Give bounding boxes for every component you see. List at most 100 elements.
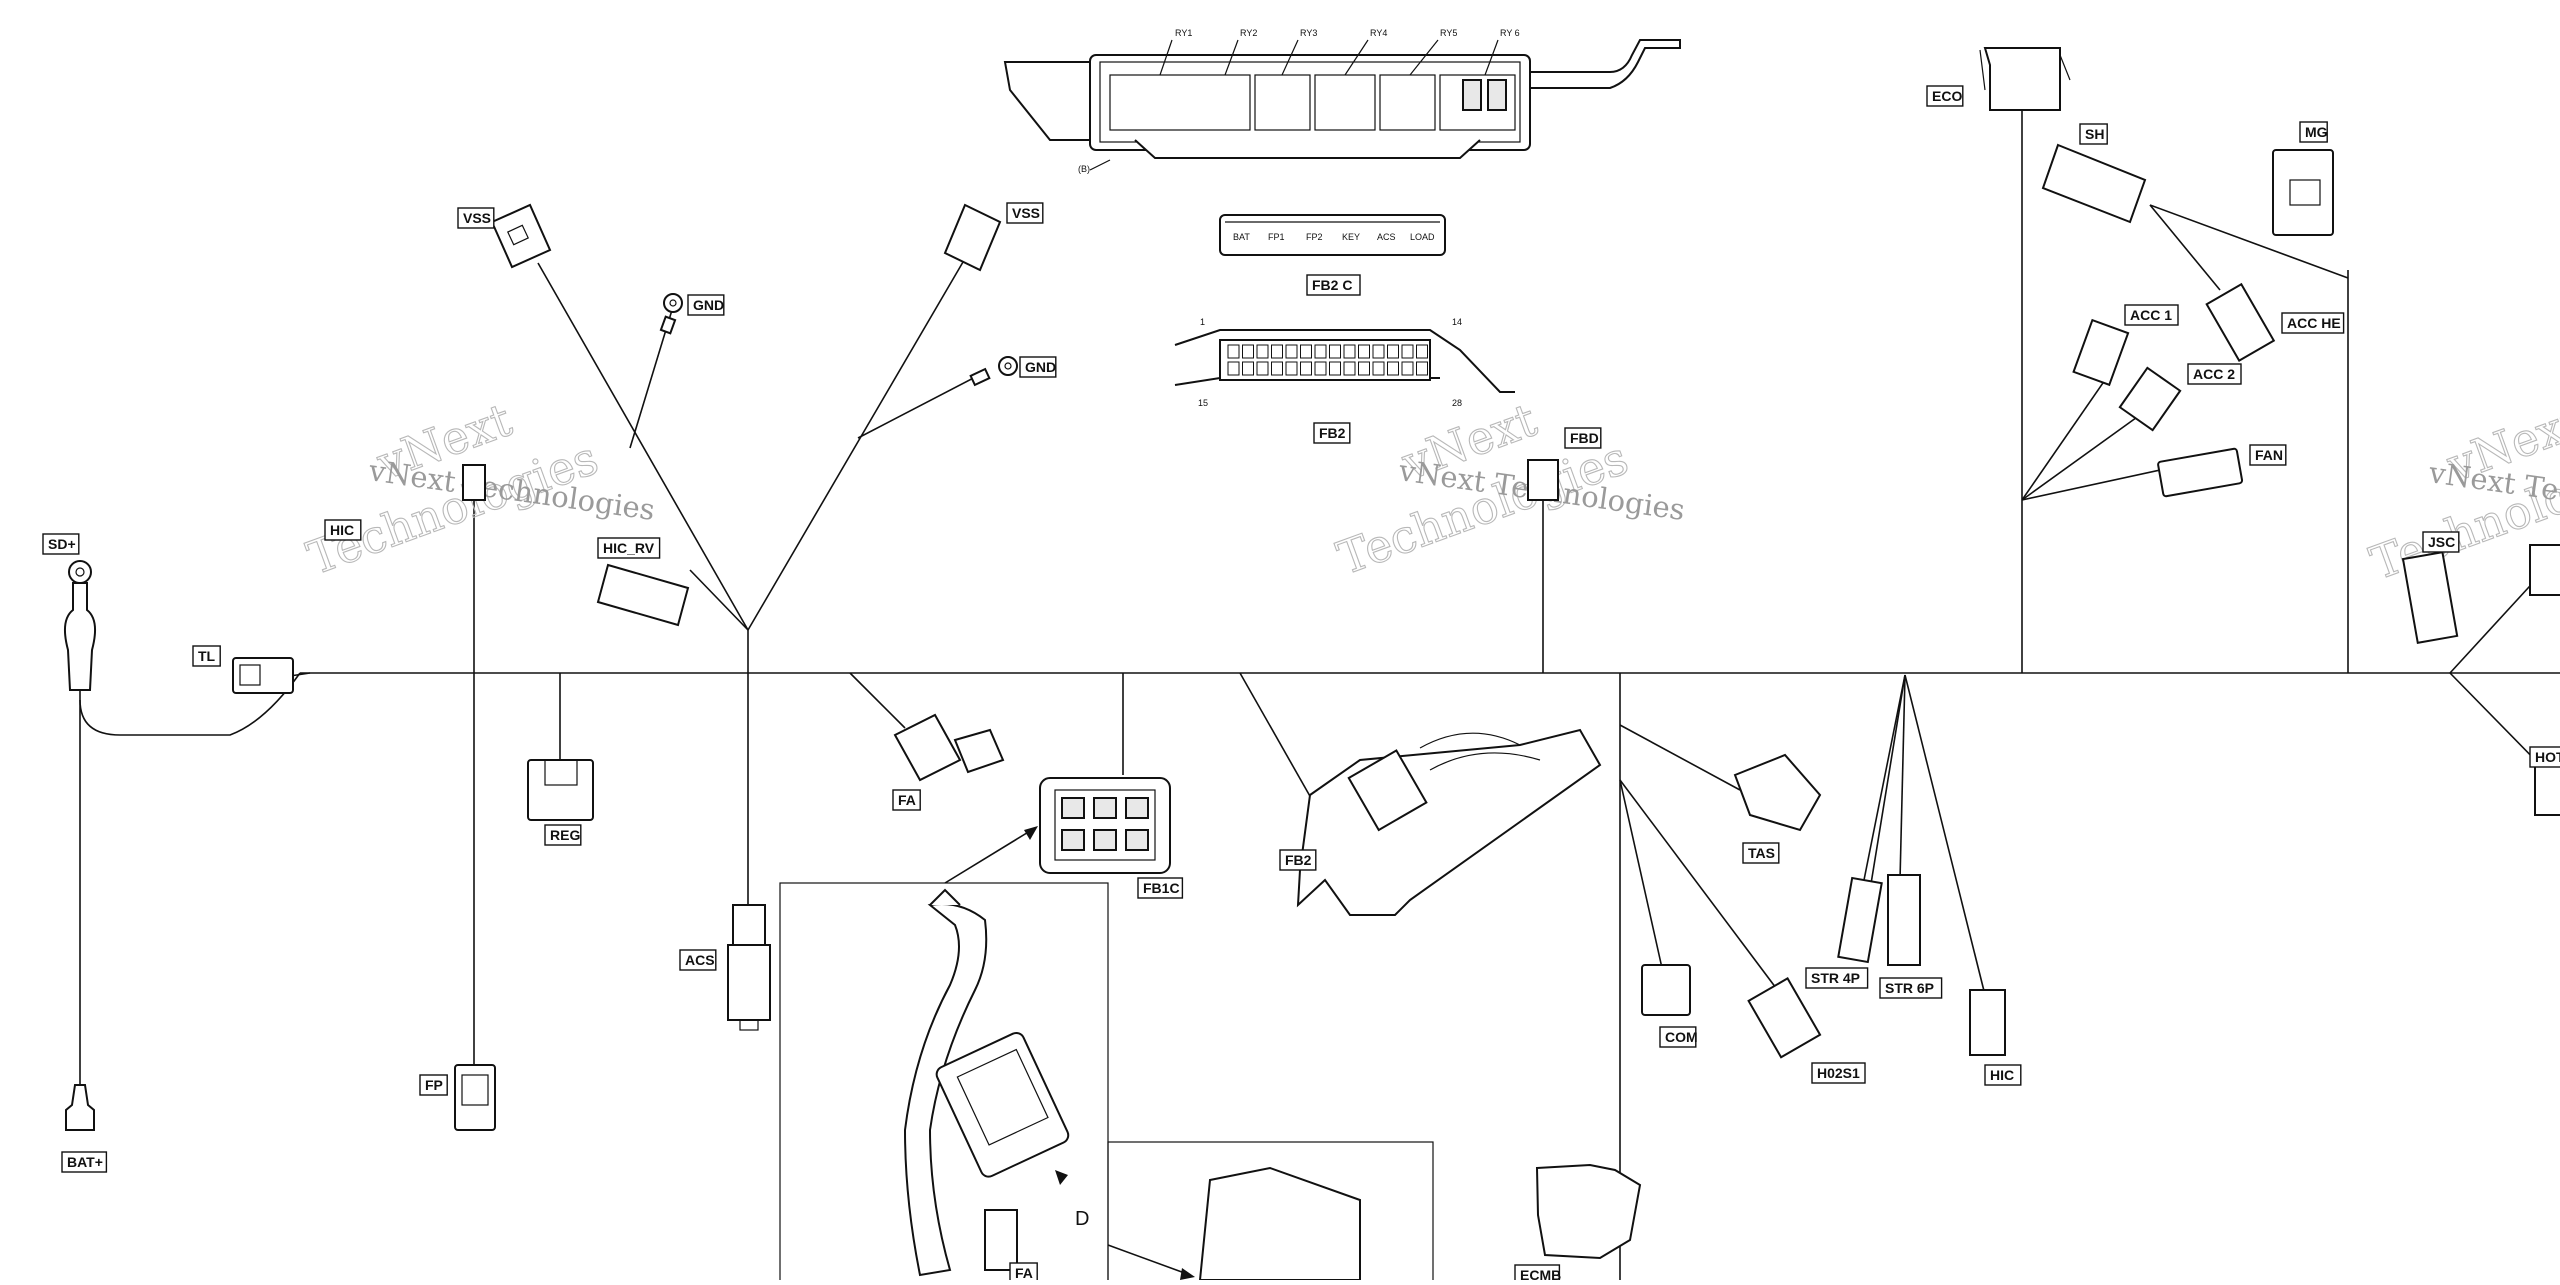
label-frame bbox=[1313, 422, 1351, 444]
mg-wire bbox=[2149, 204, 2349, 279]
str6p-body bbox=[1887, 874, 1921, 966]
fb1c-cell-b bbox=[1093, 797, 1117, 819]
fb2-main-body bbox=[1296, 728, 1602, 916]
acs-connector bbox=[727, 904, 771, 1031]
detail-d-arrow bbox=[1055, 1170, 1068, 1185]
fb2c-pin-4: KEY bbox=[1342, 232, 1360, 242]
detail-pointer-head bbox=[1180, 1268, 1195, 1280]
fb2-pin-cell bbox=[1300, 361, 1312, 376]
fb1c-cell-d bbox=[1061, 829, 1085, 851]
label-frame bbox=[679, 949, 717, 971]
label-frame bbox=[1279, 849, 1317, 871]
sd-ring-terminal bbox=[68, 560, 92, 584]
relay-label-1: RY1 bbox=[1175, 28, 1192, 38]
relay-leader-1 bbox=[1159, 39, 1173, 76]
fb2-main-loom bbox=[1419, 732, 1541, 771]
label-text: SH bbox=[2085, 126, 2104, 142]
fb1c-face bbox=[1054, 789, 1156, 861]
label-tag-sd-plus: SD+ bbox=[42, 533, 80, 555]
relay-leader-3 bbox=[1281, 39, 1299, 76]
fb1c-cell-f bbox=[1125, 829, 1149, 851]
ecmb-connector bbox=[1535, 1163, 1642, 1260]
label-tag-hic-left: HIC bbox=[324, 519, 362, 541]
fb2c-body bbox=[1219, 214, 1446, 256]
label-text: MG bbox=[2305, 124, 2328, 140]
fb1c-cell-a bbox=[1061, 797, 1085, 819]
detail-loom-tip bbox=[929, 888, 961, 906]
relay-slot-5 bbox=[1439, 74, 1516, 131]
fb2-pin-number-14: 14 bbox=[1452, 317, 1462, 327]
vss-mid-body bbox=[943, 203, 1002, 272]
tas-connector bbox=[1733, 753, 1822, 832]
label-frame bbox=[1742, 842, 1780, 864]
fb2-pin-cell bbox=[1343, 361, 1356, 376]
fb2-pin-number-15: 15 bbox=[1198, 398, 1208, 408]
jsc-wire bbox=[2449, 574, 2541, 674]
gnd-left-ring bbox=[663, 293, 683, 313]
detail-inset: D bbox=[779, 826, 1434, 1284]
fb2-pin-cell bbox=[1416, 361, 1428, 376]
vss-mid-sensor bbox=[943, 203, 1002, 272]
sd-branch-wire bbox=[79, 672, 301, 736]
hic-rv-body bbox=[596, 563, 690, 627]
fb1c-cell-c bbox=[1125, 797, 1149, 819]
vss-left-body bbox=[490, 203, 552, 269]
label-tag-eco: ECO bbox=[1926, 85, 1964, 107]
fb2-pin-cell bbox=[1358, 344, 1370, 359]
hic-right-wire bbox=[1904, 674, 1986, 996]
label-frame bbox=[1306, 274, 1361, 296]
fa-wire bbox=[849, 672, 906, 729]
fb2c-pin-5: ACS bbox=[1377, 232, 1396, 242]
acc1-wire bbox=[2021, 379, 2106, 501]
label-tag-jsc: JSC bbox=[2422, 531, 2460, 553]
label-frame bbox=[2124, 304, 2179, 326]
label-tag-fa-bottom: FA bbox=[1009, 1262, 1038, 1284]
label-frame bbox=[1984, 1064, 2022, 1086]
label-text: ACS bbox=[685, 952, 715, 968]
label-text: HIC bbox=[330, 522, 354, 538]
label-frame bbox=[419, 1074, 448, 1096]
connector-labels: SD+BAT+TLHICFPREGACSHIC_RVVSSGNDVSSGNDFA… bbox=[42, 85, 2560, 1285]
label-text: HIC_RV bbox=[603, 540, 655, 556]
fb2-pin-cell bbox=[1300, 344, 1312, 359]
label-frame bbox=[457, 207, 495, 229]
label-text: H02S1 bbox=[1817, 1065, 1860, 1081]
fb2-pin-number-1: 1 bbox=[1200, 317, 1205, 327]
relay-slot-4 bbox=[1379, 74, 1436, 131]
fb2-pin-cell bbox=[1329, 361, 1341, 376]
fb2-pin-number-28: 28 bbox=[1452, 398, 1462, 408]
label-frame bbox=[892, 789, 921, 811]
label-frame bbox=[61, 1151, 108, 1173]
gnd-left-wire bbox=[629, 309, 673, 449]
label-text: FAN bbox=[2255, 447, 2283, 463]
label-tag-str4p: STR 4P bbox=[1805, 967, 1869, 989]
bat-terminal-shape bbox=[65, 1084, 95, 1131]
label-tag-fb2-top: FB2 bbox=[1313, 422, 1351, 444]
relay-leader-2 bbox=[1224, 39, 1239, 76]
label-frame bbox=[1019, 356, 1057, 378]
label-frame bbox=[1659, 1026, 1697, 1048]
label-frame bbox=[324, 519, 362, 541]
label-tag-acc-he: ACC HE bbox=[2281, 312, 2345, 334]
label-text: JSC bbox=[2428, 534, 2455, 550]
fb2-wire bbox=[1239, 672, 1316, 806]
fb2-pin-cell bbox=[1358, 361, 1370, 376]
label-frame bbox=[2299, 121, 2328, 143]
label-text: BAT+ bbox=[67, 1154, 103, 1170]
label-frame bbox=[2529, 746, 2560, 768]
label-tag-sh: SH bbox=[2079, 123, 2108, 145]
fb2-main-cap bbox=[1347, 749, 1428, 832]
detail-arrowhead bbox=[1024, 826, 1038, 840]
fa-top-body bbox=[893, 713, 962, 782]
label-text: TAS bbox=[1748, 845, 1775, 861]
fb2-pin-connector: 1 14 15 28 bbox=[1174, 317, 1515, 408]
h02s1-wire bbox=[1619, 779, 1786, 1001]
label-frame bbox=[1564, 427, 1602, 449]
label-frame bbox=[1926, 85, 1964, 107]
fb2c-pin-1: BAT bbox=[1233, 232, 1250, 242]
str6p-wire bbox=[1899, 674, 1906, 881]
label-frame bbox=[2422, 531, 2460, 553]
label-text: FB2 bbox=[1319, 425, 1346, 441]
label-tag-vss-left: VSS bbox=[457, 207, 495, 229]
